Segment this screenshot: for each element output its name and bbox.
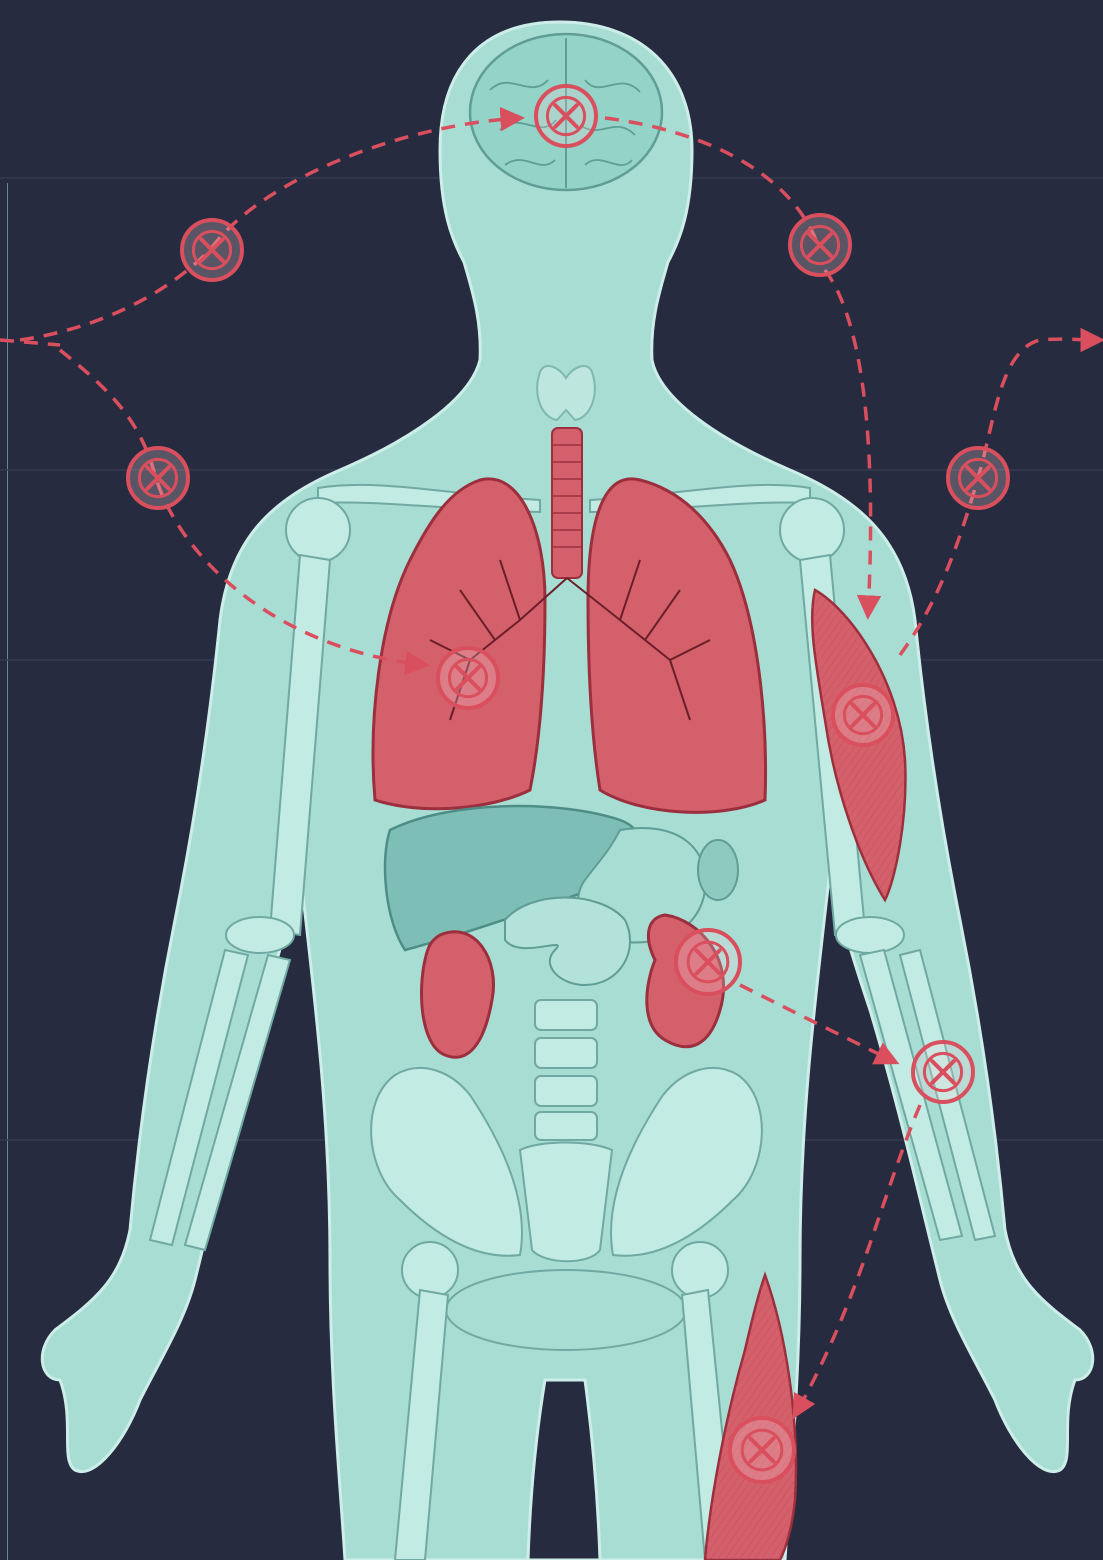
- x-circle-icon: [913, 1042, 973, 1102]
- x-circle-icon: [536, 86, 596, 146]
- path-forearm-to-thigh: [795, 1105, 920, 1415]
- x-circle-icon: [833, 685, 893, 745]
- path-from-edge-left: [0, 340, 60, 345]
- trachea: [552, 428, 582, 578]
- x-circle-icon: [948, 448, 1008, 508]
- x-circle-icon: [438, 648, 498, 708]
- x-circle-icon: [790, 215, 850, 275]
- x-circle-icon: [730, 1418, 794, 1482]
- x-circle-icon: [128, 448, 188, 508]
- x-circle-icon: [676, 930, 740, 994]
- x-circle-icon: [182, 220, 242, 280]
- gallbladder: [698, 840, 738, 900]
